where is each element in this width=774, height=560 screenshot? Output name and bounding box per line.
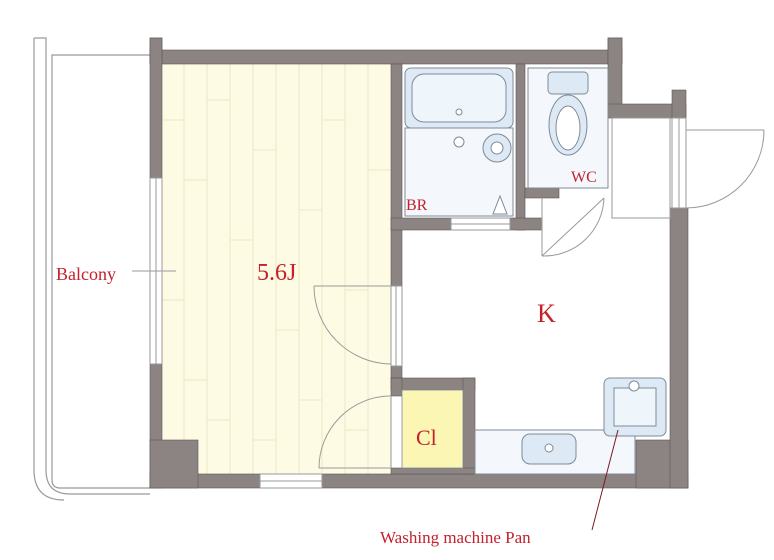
kitchen-sink <box>474 429 636 475</box>
washing-machine-pan <box>603 377 667 437</box>
bathroom-label: BR <box>406 197 428 214</box>
balcony-window <box>132 177 176 365</box>
doors <box>313 117 765 469</box>
floor-planks <box>162 64 392 474</box>
washing-pan-label: Washing machine Pan <box>380 528 531 547</box>
toilet-label: WC <box>571 169 597 186</box>
bathroom-fixtures <box>404 67 514 217</box>
closet-label: Cl <box>416 425 437 450</box>
walls <box>149 37 689 489</box>
closet-area <box>401 389 464 469</box>
kitchen-label: K <box>537 299 556 328</box>
main-room-label: 5.6J <box>257 260 296 286</box>
bottom-window <box>259 473 323 489</box>
pan-pointer-line <box>591 429 619 531</box>
balcony <box>33 37 150 501</box>
toilet-fixture <box>527 67 609 189</box>
balcony-label: Balcony <box>56 264 116 284</box>
